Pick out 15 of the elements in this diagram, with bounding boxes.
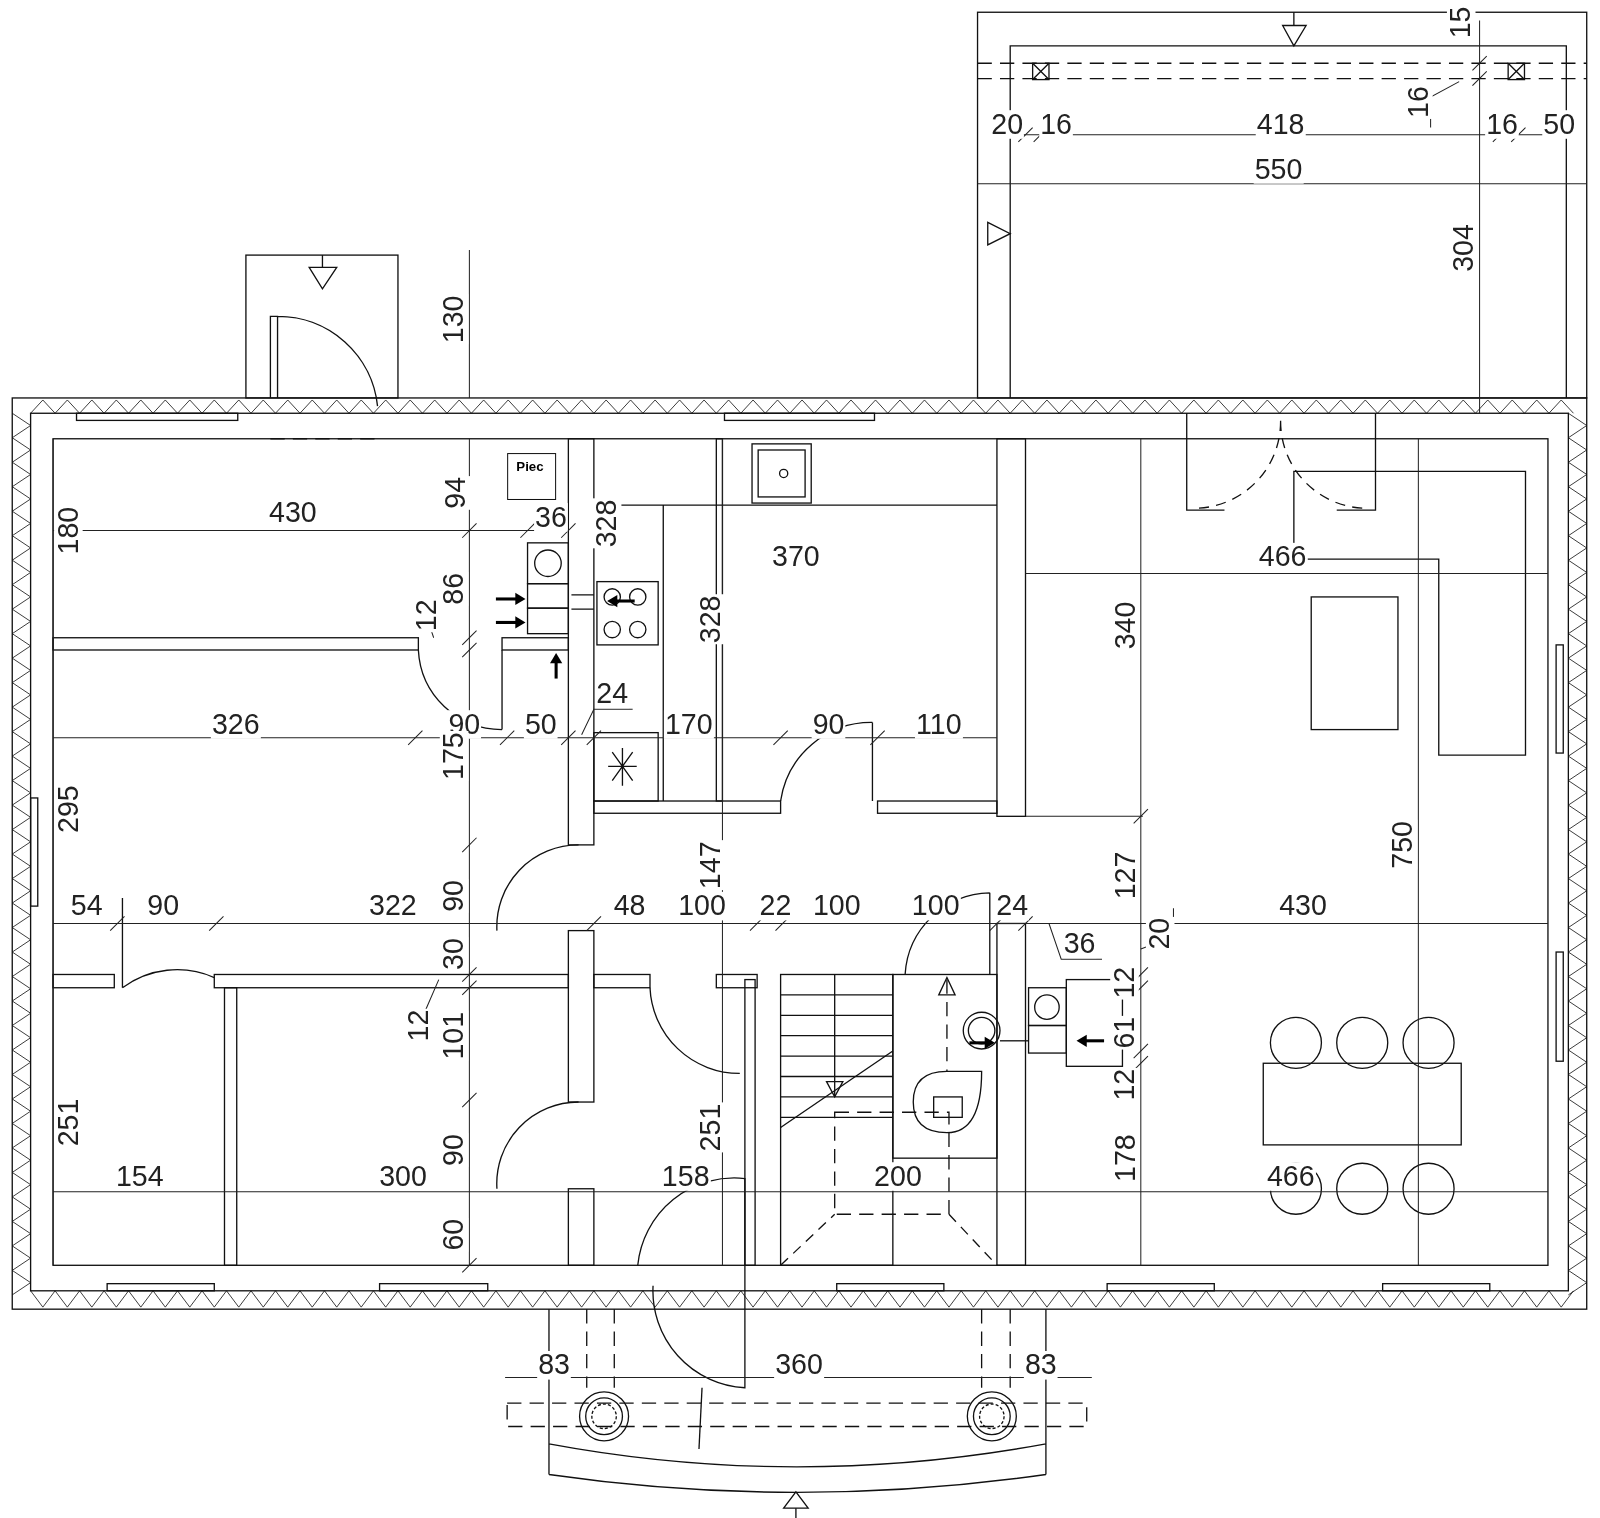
dimension-label: 100 bbox=[677, 891, 727, 921]
dimension-label: 360 bbox=[774, 1351, 824, 1380]
dimension-label: 328 bbox=[592, 498, 622, 549]
dimension-label: 20 bbox=[990, 110, 1025, 139]
mirrored-label: Piec bbox=[516, 459, 544, 475]
dimension-label: 200 bbox=[873, 1162, 923, 1191]
dimension-label: 83 bbox=[1023, 1351, 1058, 1380]
dimension-label: 83 bbox=[537, 1351, 571, 1380]
dimension-label: 466 bbox=[1265, 1162, 1316, 1191]
dimension-label: 180 bbox=[54, 505, 83, 556]
dimension-label: 36 bbox=[534, 503, 568, 532]
dimension-label: 50 bbox=[1542, 110, 1577, 139]
stove-box bbox=[507, 453, 557, 500]
dimension-label: 20 bbox=[1145, 916, 1175, 951]
dimension-label: 12 bbox=[1110, 965, 1139, 1000]
